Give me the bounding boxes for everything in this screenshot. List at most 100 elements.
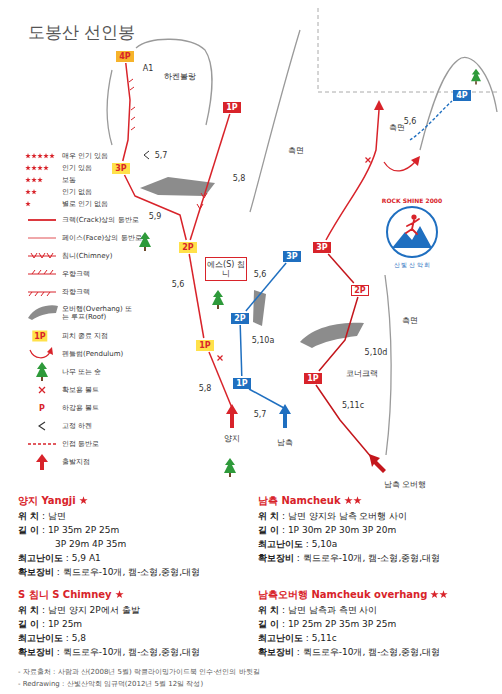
route-line	[189, 254, 204, 338]
legend-crack	[28, 219, 56, 221]
logo-climber	[411, 214, 416, 219]
grade-label: 5,11c	[341, 401, 365, 410]
legend-star	[49, 153, 55, 158]
grade-label: 5,6	[171, 280, 186, 289]
route-name: 남측오버행 Namcheuk overhang	[258, 589, 427, 600]
legend-star	[37, 177, 43, 182]
route-heading: 양지 Yangji	[18, 494, 88, 507]
logo-climber	[406, 219, 419, 234]
node-text: 3P	[115, 164, 126, 173]
legend-star	[31, 165, 37, 170]
rock-outline	[420, 57, 497, 150]
info-value: : 5,11c	[303, 633, 337, 643]
start-arrow	[226, 404, 238, 428]
legend-star	[25, 177, 31, 182]
info-key: 확보장비	[18, 567, 54, 577]
legend-text: 페이스(Face)상의 등반로	[62, 234, 142, 242]
route-name-box: 에스(S) 침니	[205, 257, 247, 281]
pitch-marker: 2P	[231, 313, 248, 324]
route-info: 확보장비 : 퀵드로우-10개, 캠-소형,중형,대형	[18, 646, 200, 658]
route-line	[123, 63, 130, 161]
rock-outline	[385, 275, 391, 455]
overhang	[140, 177, 215, 196]
route-info: 위 치 : 남면 양지 2P에서 출발	[18, 604, 140, 616]
route-name: S 침니 S Chimney	[18, 589, 112, 600]
rating-star	[115, 590, 124, 599]
legend-start	[36, 454, 48, 470]
legend-text: 인접 등반로	[62, 440, 99, 448]
route-info: 길 이 : 1P 25m	[18, 618, 82, 630]
info-value: : 퀵드로우-10개, 캠-소형,중형,대형	[54, 567, 200, 577]
source-note: - Redrawing : 산빛산악회 임규덕(2012년 5월 12일 작성)	[18, 680, 203, 689]
legend-overhang	[28, 305, 58, 320]
legend-face	[28, 238, 56, 239]
legend-text: 나무 또는 숲	[62, 368, 101, 376]
info-value: : 1P 30m 2P 30m 3P 20m	[279, 525, 396, 535]
legend-tree	[36, 362, 48, 381]
rock-outline	[107, 70, 112, 145]
pitch-marker: 4P	[116, 51, 133, 62]
legend-bolt	[39, 387, 45, 393]
info-key: 확보장비	[258, 647, 294, 657]
info-key: 위 치	[18, 511, 39, 521]
legend-pitch-sample: 1P	[32, 331, 47, 342]
node-text: 4P	[456, 91, 467, 100]
rating-star	[79, 496, 88, 505]
legend-text: 인기 없음	[62, 188, 92, 196]
tree	[224, 458, 236, 477]
legend-text: 침니(Chimney)	[62, 252, 112, 260]
logo-text: ROCK SHINE 2000	[382, 197, 442, 204]
grade-label: 5,7	[154, 151, 169, 160]
info-key: 길 이	[258, 619, 279, 629]
pendulum	[384, 161, 416, 171]
info-value: : 퀵드로우-10개, 캠-소형,중형,대형	[54, 647, 200, 657]
route-info: 길 이 : 1P 35m 2P 25m	[18, 524, 119, 536]
info-key: 길 이	[18, 619, 39, 629]
node-text: 3P	[316, 243, 327, 252]
info-key: 최고난이도	[258, 539, 303, 549]
pitch-marker: 3P	[313, 242, 330, 253]
route-heading: 남측오버행 Namcheuk overhang	[258, 588, 448, 601]
grade-label: 5,8	[198, 384, 213, 393]
node-text: 2P	[182, 243, 193, 252]
node-text: 에스(S) 침니	[207, 260, 245, 278]
info-value: : 남면	[39, 511, 66, 521]
note-label: 하켄볼랑	[163, 72, 197, 81]
legend-text: 확보용 볼트	[62, 386, 99, 394]
pitch-marker: 1P	[223, 102, 240, 113]
route-info: 길 이 : 1P 25m 2P 35m 3P 25m	[258, 618, 396, 630]
start-arrow	[279, 404, 291, 428]
info-value: : 5,10a	[303, 539, 337, 549]
pitch-marker: 2P	[179, 242, 196, 253]
logo-ring	[387, 207, 437, 257]
legend-star	[25, 189, 31, 194]
legend-text: 출발지점	[62, 458, 90, 466]
grade-label: 5,8	[232, 174, 247, 183]
pitch-marker: 3P	[112, 163, 129, 174]
rock-outline	[136, 39, 212, 125]
legend-star	[31, 177, 37, 182]
info-value: : 남면 양지와 남측 오버행 사이	[279, 511, 407, 521]
route-line	[328, 254, 354, 283]
info-key: 최고난이도	[18, 633, 63, 643]
tree	[212, 290, 224, 309]
route-heading: S 침니 S Chimney	[18, 588, 124, 601]
info-key: 길 이	[18, 525, 39, 535]
info-value: : 1P 35m 2P 25m	[39, 525, 119, 535]
info-key: 최고난이도	[258, 633, 303, 643]
legend-star	[43, 165, 49, 170]
pitch-marker: 1P	[304, 373, 321, 384]
info-value: : 남면 남측과 측면 사이	[279, 605, 377, 615]
route-heading: 남측 Namcheuk	[258, 494, 362, 507]
legend-star	[37, 153, 43, 158]
legend-star	[25, 201, 31, 206]
legend-text: 인기 있음	[62, 164, 92, 172]
route-start-line	[316, 385, 372, 458]
start-label: 양지	[223, 434, 241, 443]
route-line	[125, 175, 187, 240]
route-info: 위 치 : 남면 양지와 남측 오버행 사이	[258, 510, 407, 522]
route-info: 위 치 : 남면	[18, 510, 66, 522]
inset-frame	[318, 8, 498, 92]
grade-label: A1	[142, 64, 155, 73]
route-start-line	[249, 389, 284, 408]
